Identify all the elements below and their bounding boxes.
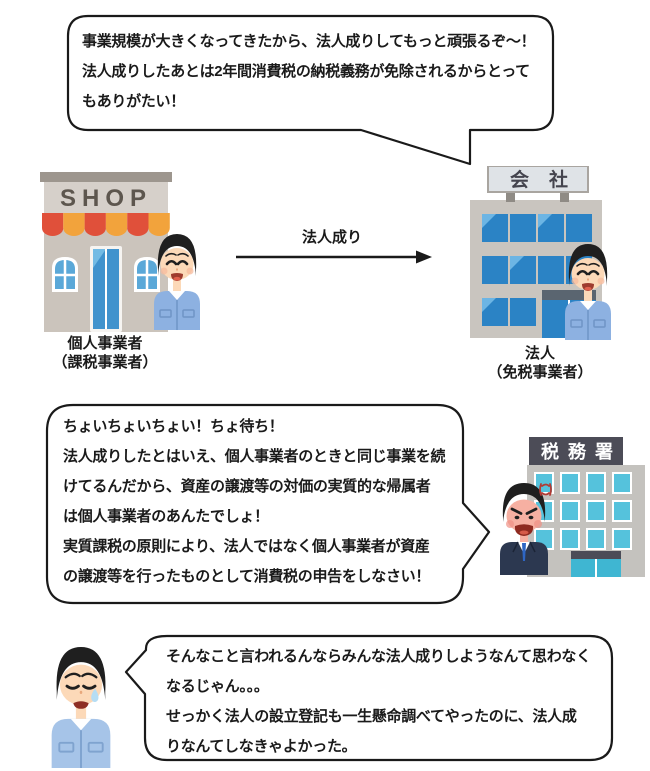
- closed-sad-eyes: [65, 684, 97, 690]
- speech-bubble-tax-officer: ちょいちょいちょい！ちょ待ち！ 法人成りしたとはいえ、個人事業者のときと同じ事業…: [45, 403, 497, 607]
- tax-office-sign-band: [529, 437, 623, 465]
- happy-worker-icon: [154, 234, 200, 330]
- company-owner-worker-illustration: [559, 240, 617, 340]
- bubble-shape: [45, 403, 491, 605]
- officer-tie: [522, 543, 526, 561]
- speech-bubble-outline: [66, 14, 555, 166]
- label-sole-proprietor: 個人事業者 （課税事業者）: [52, 335, 158, 371]
- right-arrow-icon: [236, 250, 432, 264]
- crying-worker-illustration: [44, 642, 118, 768]
- tax-office-entrance: [571, 551, 621, 577]
- shop-awning: [42, 213, 170, 237]
- speech-bubble-owner-regret: そんなこと言われるんならみんな法人成りしようなんて思わなく なるじゃん。。。 せ…: [110, 632, 616, 766]
- angry-eyebrows: [510, 507, 538, 515]
- crying-worker-icon: [51, 647, 111, 768]
- worker-hair: [56, 647, 106, 700]
- worker-hair: [157, 234, 197, 276]
- officer-hair: [502, 483, 546, 522]
- shop-window-left: [52, 257, 78, 292]
- happy-eyes: [165, 259, 189, 266]
- angry-tax-officer-illustration: [491, 480, 557, 575]
- shop-sign-text: SHOP: [60, 185, 152, 212]
- sad-mouth: [73, 701, 89, 709]
- label-corporation: 法人 （免税事業者）: [487, 345, 593, 381]
- angry-officer-icon: [500, 483, 552, 575]
- company-sign-text: 会社: [510, 168, 588, 191]
- shop-icon: SHOP: [40, 172, 172, 332]
- shop-illustration: SHOP: [40, 172, 172, 334]
- shop-window-right: [134, 257, 160, 292]
- shop-sign-band: [44, 182, 168, 213]
- company-windows-row3: [482, 298, 536, 326]
- speech-bubble-owner-excited: 事業規模が大きくなってきたから、法人成りしてもっと頑張るぞ～！ 法人成りしたあと…: [66, 14, 558, 170]
- shop-door: [90, 246, 122, 332]
- bubble-shape: [124, 634, 614, 762]
- frowning-mouth: [514, 524, 534, 536]
- tax-office-sign-text: 税務署: [541, 441, 622, 462]
- bubble-tax-officer-text: ちょいちょいちょい！ちょ待ち！ 法人成りしたとはいえ、個人事業者のときと同じ事業…: [63, 418, 446, 585]
- conversion-arrow-label: 法人成り: [301, 229, 362, 246]
- bubble-owner-excited-text: 事業規模が大きくなってきたから、法人成りしてもっと頑張るぞ～！ 法人成りしたあと…: [82, 33, 536, 110]
- bubble-shape: [66, 14, 555, 166]
- sad-eyebrows: [64, 672, 98, 679]
- sole-proprietor-worker-illustration: [148, 230, 206, 330]
- conversion-arrow: [230, 246, 434, 268]
- speech-bubble-outline: [124, 634, 614, 762]
- officer-face: [506, 499, 542, 533]
- speech-bubble-outline: [45, 403, 491, 605]
- anger-mark-icon: [539, 483, 552, 496]
- shop-roof: [40, 172, 172, 182]
- company-sign-board: [487, 166, 589, 193]
- bubble-owner-regret-text: そんなこと言われるんならみんな法人成りしようなんて思わなく なるじゃん。。。 せ…: [166, 648, 591, 755]
- tear-drop-icon: [91, 688, 99, 703]
- happy-eyes: [576, 269, 600, 276]
- happy-worker-icon: [565, 244, 611, 340]
- worker-hair: [568, 244, 608, 286]
- company-windows-row1: [482, 214, 592, 242]
